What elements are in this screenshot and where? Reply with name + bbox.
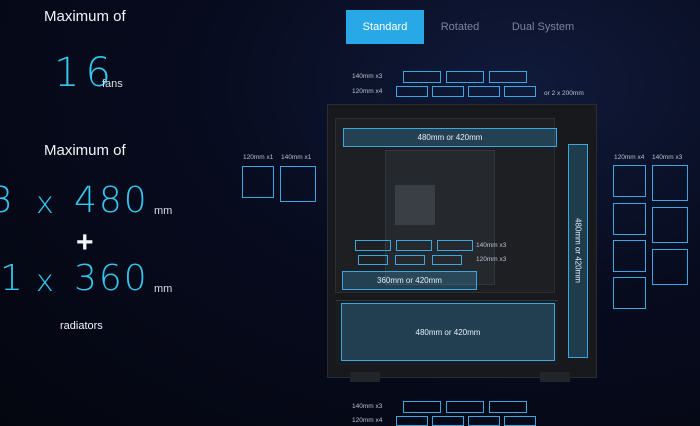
fans-unit: fans <box>102 78 123 90</box>
top-fan-140-3 <box>489 71 527 83</box>
top-fan-120-2 <box>432 86 464 97</box>
top-120-label: 120mm x4 <box>352 88 383 95</box>
right-fan-140-2 <box>652 207 688 243</box>
max-fans-label: Maximum of <box>44 8 126 25</box>
max-rads-label: Maximum of <box>44 142 126 159</box>
bot-fan-120-2 <box>432 416 464 426</box>
rear-fan-140 <box>280 166 316 202</box>
rad1-unit: mm <box>154 205 173 217</box>
top-fan-120-3 <box>468 86 500 97</box>
right-fan-140-1 <box>652 165 688 201</box>
rad2-size: 360 <box>74 258 149 299</box>
mid-140-label: 140mm x3 <box>476 242 507 249</box>
top-140-label: 140mm x3 <box>352 73 383 80</box>
bot-fan-120-3 <box>468 416 500 426</box>
mid-fan-140-2 <box>396 240 432 251</box>
tab-rotated[interactable]: Rotated <box>440 21 480 33</box>
bottom-radiator <box>341 303 555 361</box>
rad1-x: x <box>36 186 54 221</box>
right-fan-120-4 <box>613 277 646 309</box>
right-120-label: 120mm x4 <box>614 154 645 161</box>
top-radiator <box>343 128 557 147</box>
top-200-label: or 2 x 200mm <box>544 90 584 97</box>
tab-standard[interactable]: Standard <box>346 10 424 44</box>
fans-number: 16 <box>54 50 117 96</box>
right-140-label: 140mm x3 <box>652 154 683 161</box>
rad1-count: 3 <box>0 180 13 221</box>
tab-dual-system[interactable]: Dual System <box>511 21 575 33</box>
mid-fan-120-1 <box>358 255 388 265</box>
mid-fan-140-1 <box>355 240 391 251</box>
right-fan-120-3 <box>613 240 646 272</box>
rear-fan-120 <box>242 166 274 198</box>
bottom-radiator-label: 480mm or 420mm <box>415 328 481 337</box>
plus-sign: + <box>76 226 94 259</box>
mid-radiator <box>342 271 477 290</box>
top-fan-120-4 <box>504 86 536 97</box>
bot-120-label: 120mm x4 <box>352 417 383 424</box>
bot-fan-140-1 <box>403 401 441 413</box>
rad2-x: x <box>36 264 54 299</box>
side-radiator-label: 480mm or 420mm <box>573 218 583 283</box>
top-fan-140-2 <box>446 71 484 83</box>
case-foot-left <box>350 372 380 382</box>
radiators-label: radiators <box>60 320 103 332</box>
right-fan-120-2 <box>613 203 646 235</box>
top-fan-140-1 <box>403 71 441 83</box>
bot-fan-140-3 <box>489 401 527 413</box>
bot-fan-140-2 <box>446 401 484 413</box>
right-fan-140-3 <box>652 249 688 285</box>
mid-fan-140-3 <box>437 240 473 251</box>
right-fan-120-1 <box>613 165 646 197</box>
rear-120-label: 120mm x1 <box>243 154 274 161</box>
top-fan-120-1 <box>396 86 428 97</box>
rad2-count: 1 <box>0 258 23 299</box>
side-radiator <box>568 144 588 358</box>
rad2-unit: mm <box>154 283 173 295</box>
rad1-size: 480 <box>74 180 149 221</box>
mid-fan-120-3 <box>432 255 462 265</box>
bot-fan-120-1 <box>396 416 428 426</box>
cpu-socket <box>395 185 435 225</box>
top-radiator-label: 480mm or 420mm <box>417 133 483 142</box>
psu-shroud <box>336 300 558 365</box>
case-foot-right <box>540 372 570 382</box>
mid-radiator-label: 360mm or 420mm <box>377 276 442 285</box>
mid-120-label: 120mm x3 <box>476 256 507 263</box>
rear-140-label: 140mm x1 <box>281 154 312 161</box>
bot-fan-120-4 <box>504 416 536 426</box>
mid-fan-120-2 <box>395 255 425 265</box>
bot-140-label: 140mm x3 <box>352 403 383 410</box>
